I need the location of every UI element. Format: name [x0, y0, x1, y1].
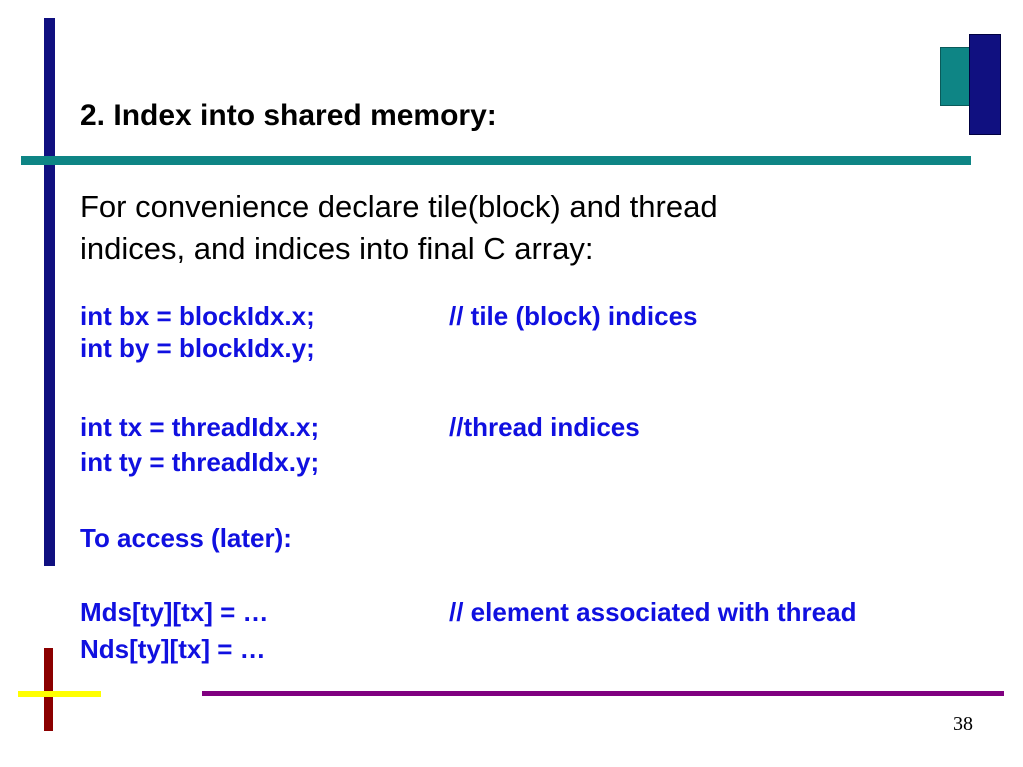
code-text: int ty = threadIdx.y; — [80, 447, 320, 477]
slide-title: 2. Index into shared memory: — [80, 99, 497, 132]
code-text: To access (later): — [80, 523, 292, 553]
bottom-yellow-bar-decoration — [18, 691, 101, 697]
left-navy-bar-decoration — [44, 18, 55, 566]
corner-navy-bar-decoration — [969, 34, 1001, 135]
code-comment: //thread indices — [449, 412, 640, 442]
intro-line: For convenience declare tile(block) and … — [80, 189, 718, 224]
code-text: int bx = blockIdx.x; — [80, 301, 315, 331]
title-underline-teal-bar — [21, 156, 971, 165]
intro-text: For convenience declare tile(block) and … — [80, 186, 940, 270]
footer-purple-line — [202, 691, 1004, 696]
code-text: int by = blockIdx.y; — [80, 333, 315, 363]
code-text: Mds[ty][tx] = … — [80, 597, 269, 627]
code-comment: // tile (block) indices — [449, 301, 698, 331]
code-comment: // element associated with thread — [449, 597, 857, 627]
bottom-red-bar-decoration — [44, 648, 53, 731]
page-number: 38 — [953, 713, 973, 735]
code-text: int tx = threadIdx.x; — [80, 412, 320, 442]
code-text: Nds[ty][tx] = … — [80, 634, 266, 664]
intro-line: indices, and indices into final C array: — [80, 231, 594, 266]
